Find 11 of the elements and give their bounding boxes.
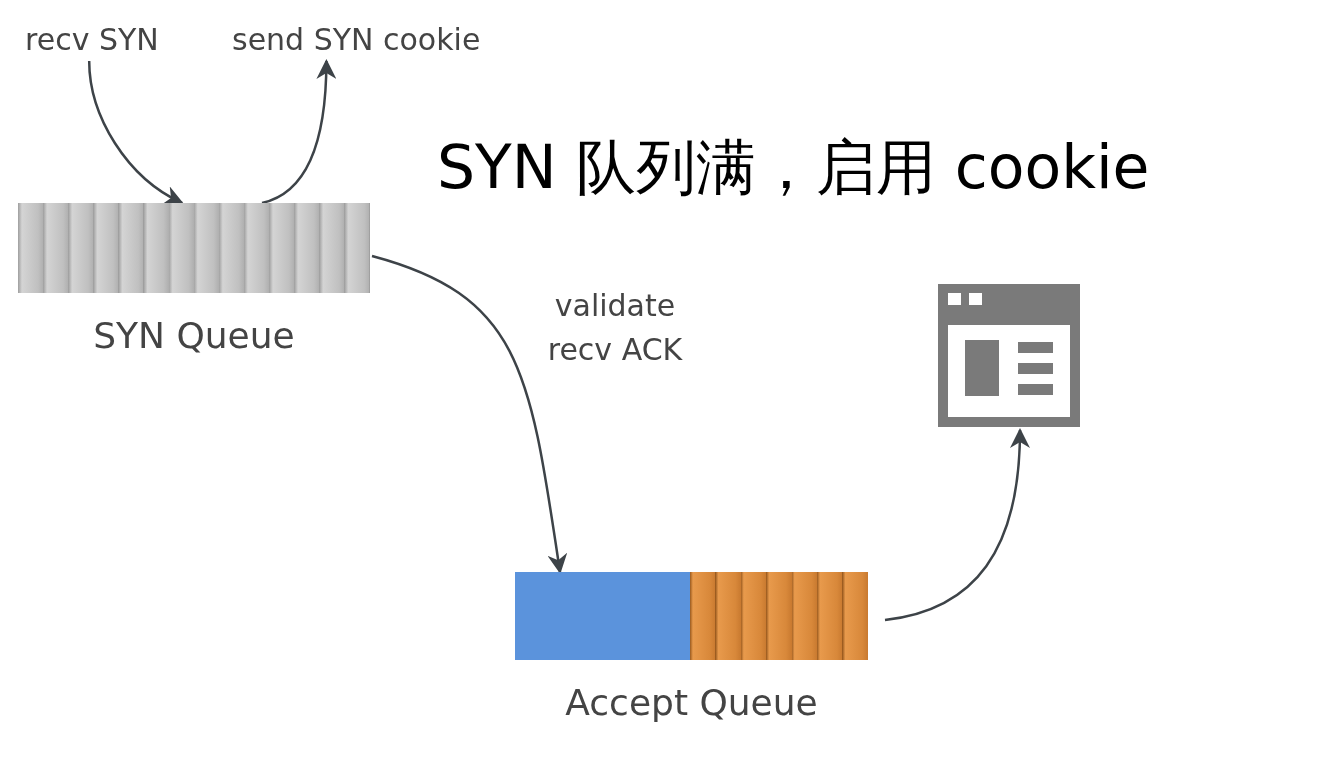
edge-label: validate recv ACK xyxy=(546,287,684,369)
step-label: recv SYN xyxy=(25,22,159,57)
title: SYN 队列满，启用 cookie xyxy=(437,131,1150,204)
arrow xyxy=(87,60,184,205)
step-label: send SYN cookie xyxy=(232,22,481,57)
window-icon xyxy=(938,284,1080,427)
arrow xyxy=(371,254,568,574)
arrow xyxy=(261,59,336,205)
arrow xyxy=(884,428,1030,622)
queue-label: Accept Queue xyxy=(564,682,819,723)
queue-label: SYN Queue xyxy=(92,315,296,356)
